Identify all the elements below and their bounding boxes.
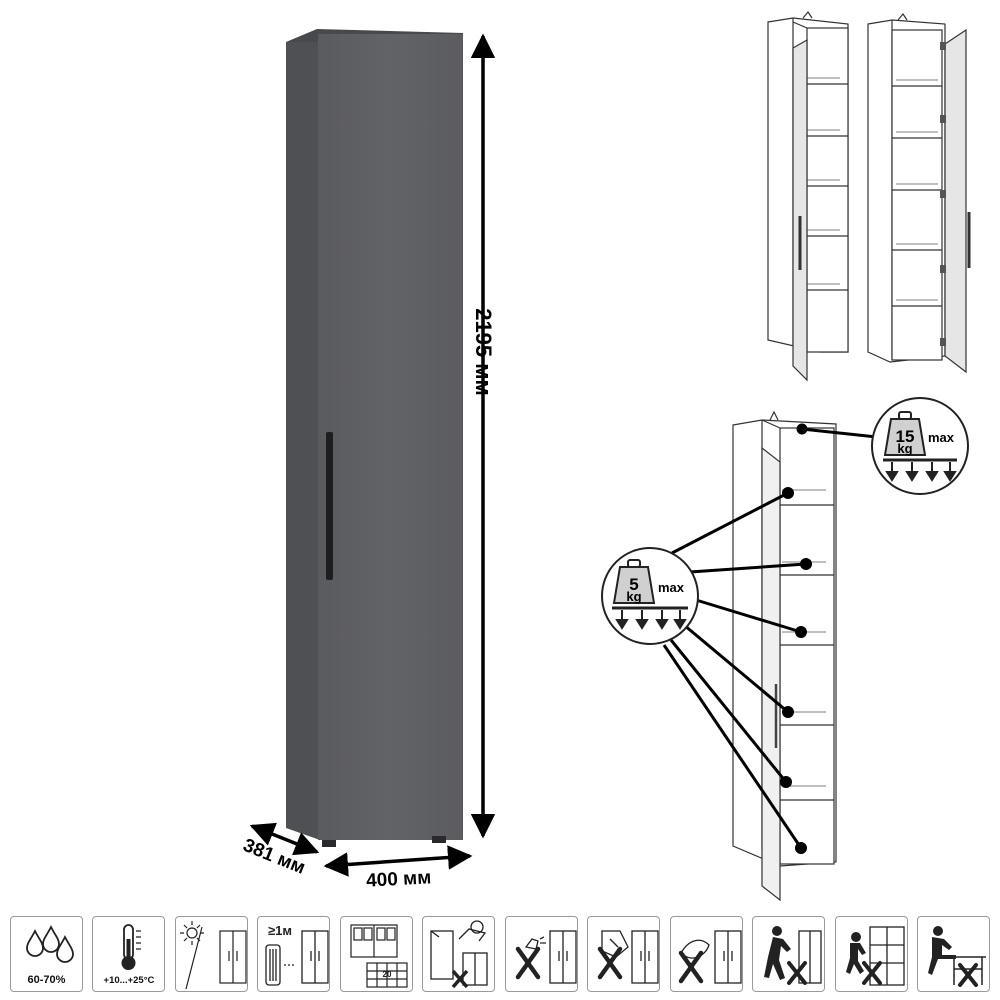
care-tile-sunlight [174,916,248,992]
height-label: 2195 мм [471,308,496,396]
top-load-max: max [928,430,955,445]
cabinet-foot-front [322,840,336,847]
weight-icon [883,411,927,456]
depth-label: 381 мм [240,835,308,879]
cabinet-door [318,34,463,840]
top-load-value: 15 [896,427,915,446]
care-tile-no-chemicals [587,916,661,992]
down-arrows-icon [615,610,687,630]
care-tile-no-sitting [916,916,990,992]
no-spray-icon [515,930,577,984]
shelf-load-max: max [658,580,685,595]
care-tile-heater-distance: ≥1м [257,916,331,992]
cabinet-foot-right [432,836,446,843]
care-icons-strip: 60-70% +10...+25°C [10,916,990,994]
care-tile-no-water [422,916,496,992]
thermometer-icon [121,924,142,970]
load-diagram-cabinet [732,410,837,902]
cabinet-side [286,42,320,840]
heater-distance-icon: ≥1м [265,923,330,986]
weight-icon [612,559,656,604]
open-cabinet-right-hinge [867,12,971,374]
window-ventilation-label: 20 [382,970,391,979]
no-climbing-icon [845,926,905,986]
humidity-icon [26,924,74,963]
no-pushing-icon [764,926,822,985]
care-tile-humidity: 60-70% [10,916,83,992]
care-tile-no-climbing [834,916,908,992]
care-tile-no-wet-cloth [669,916,743,992]
width-dimension: 400 мм [323,845,473,892]
care-tile-window-ventilation: 20 [339,916,413,992]
width-label: 400 мм [366,867,432,891]
down-arrows-icon [885,462,957,482]
humidity-caption: 60-70% [27,974,66,986]
temperature-caption: +10...+25°C [103,975,155,986]
care-tile-temperature: +10...+25°C [92,916,166,992]
shelf-load-badge: 5 kg max [601,547,699,645]
no-wet-cloth-icon [678,930,742,984]
no-sitting-icon [927,926,986,987]
heater-distance-label: ≥1м [268,923,292,938]
care-tile-no-spray [504,916,578,992]
care-tile-no-pushing [752,916,826,992]
height-dimension: 2195 мм [470,33,496,839]
window-ventilation-icon: 20 [350,924,408,988]
no-water-icon [430,920,488,989]
top-load-unit: kg [897,441,912,456]
door-handle [326,432,333,580]
shelf-load-value: 5 [629,575,638,594]
open-cabinet-left-hinge [767,10,849,382]
no-chemicals-icon [597,930,659,984]
top-load-badge: 15 kg max [871,397,969,495]
sunlight-icon [179,921,247,990]
cabinet-render [286,29,463,847]
shelf-load-unit: kg [626,589,641,604]
load-leader-lines [662,423,887,854]
